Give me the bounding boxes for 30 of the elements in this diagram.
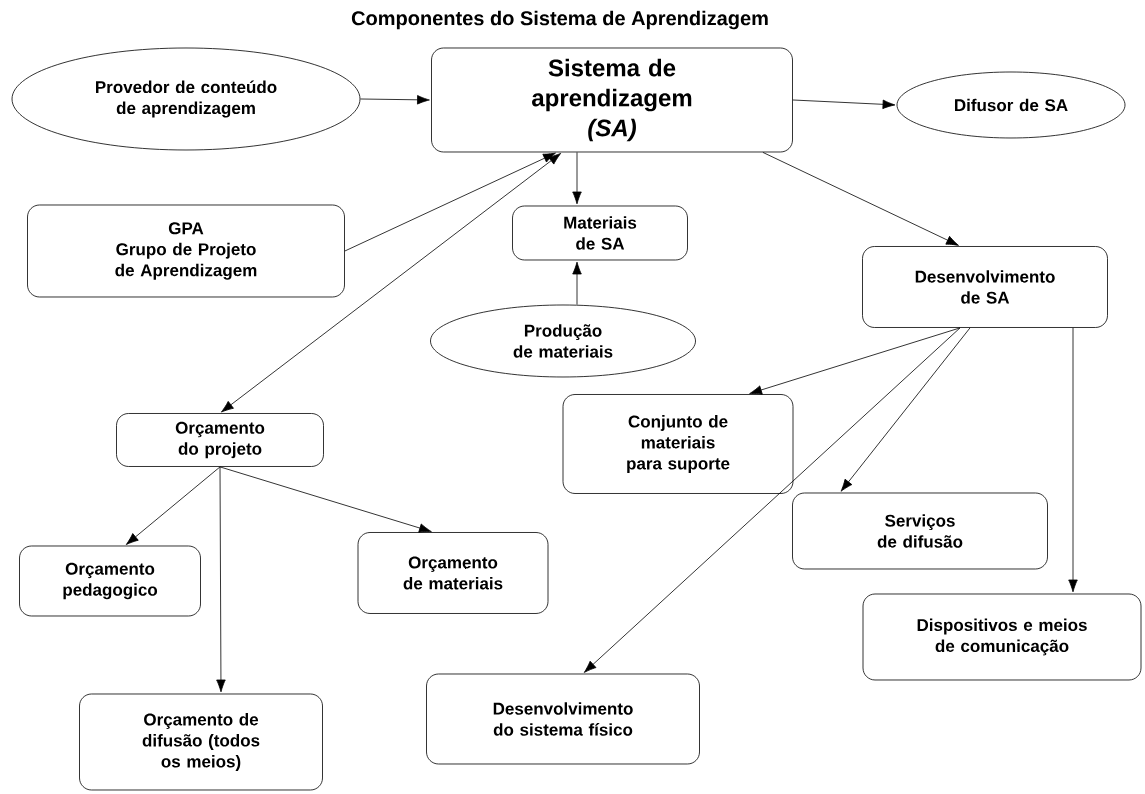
- rounded-box: Materiais de SA: [512, 205, 688, 261]
- rounded-box: Sistema de aprendizagem (SA): [431, 47, 793, 153]
- ellipse-node: Produção de materiais: [430, 304, 696, 378]
- rounded-box: Desenvolvimento de SA: [862, 246, 1108, 328]
- ellipse-node: Difusor de SA: [896, 71, 1126, 139]
- rounded-box: Conjunto de materiais para suporte: [562, 394, 794, 494]
- arrow: [221, 153, 562, 413]
- rounded-box: Desenvolvimento do sistema físico: [426, 673, 700, 765]
- arrow: [572, 152, 582, 205]
- rounded-box: Orçamento de materiais: [357, 532, 549, 614]
- ellipse-node: Provedor de conteúdo de aprendizagem: [11, 47, 361, 151]
- rounded-box: Serviços de difusão: [792, 492, 1048, 570]
- arrow: [344, 152, 556, 252]
- rounded-box: Orçamento de difusão (todos os meios): [79, 693, 323, 791]
- arrow: [219, 466, 432, 533]
- arrow: [749, 327, 961, 395]
- rounded-box: Orçamento do projeto: [116, 413, 324, 467]
- title: Componentes do Sistema de Aprendizagem: [351, 10, 768, 30]
- arrow: [762, 152, 959, 246]
- arrow: [1068, 327, 1078, 593]
- arrow: [840, 327, 971, 492]
- arrow: [583, 327, 961, 673]
- rounded-box: GPA Grupo de Projeto de Aprendizagem: [27, 204, 345, 298]
- rounded-box: Dispositivos e meios de comunicação: [862, 593, 1142, 681]
- arrow: [360, 95, 430, 105]
- arrow: [572, 261, 582, 305]
- arrow: [125, 466, 221, 545]
- rounded-box: Orçamento pedagogico: [19, 545, 201, 617]
- arrow: [216, 466, 226, 693]
- arrow: [792, 99, 896, 110]
